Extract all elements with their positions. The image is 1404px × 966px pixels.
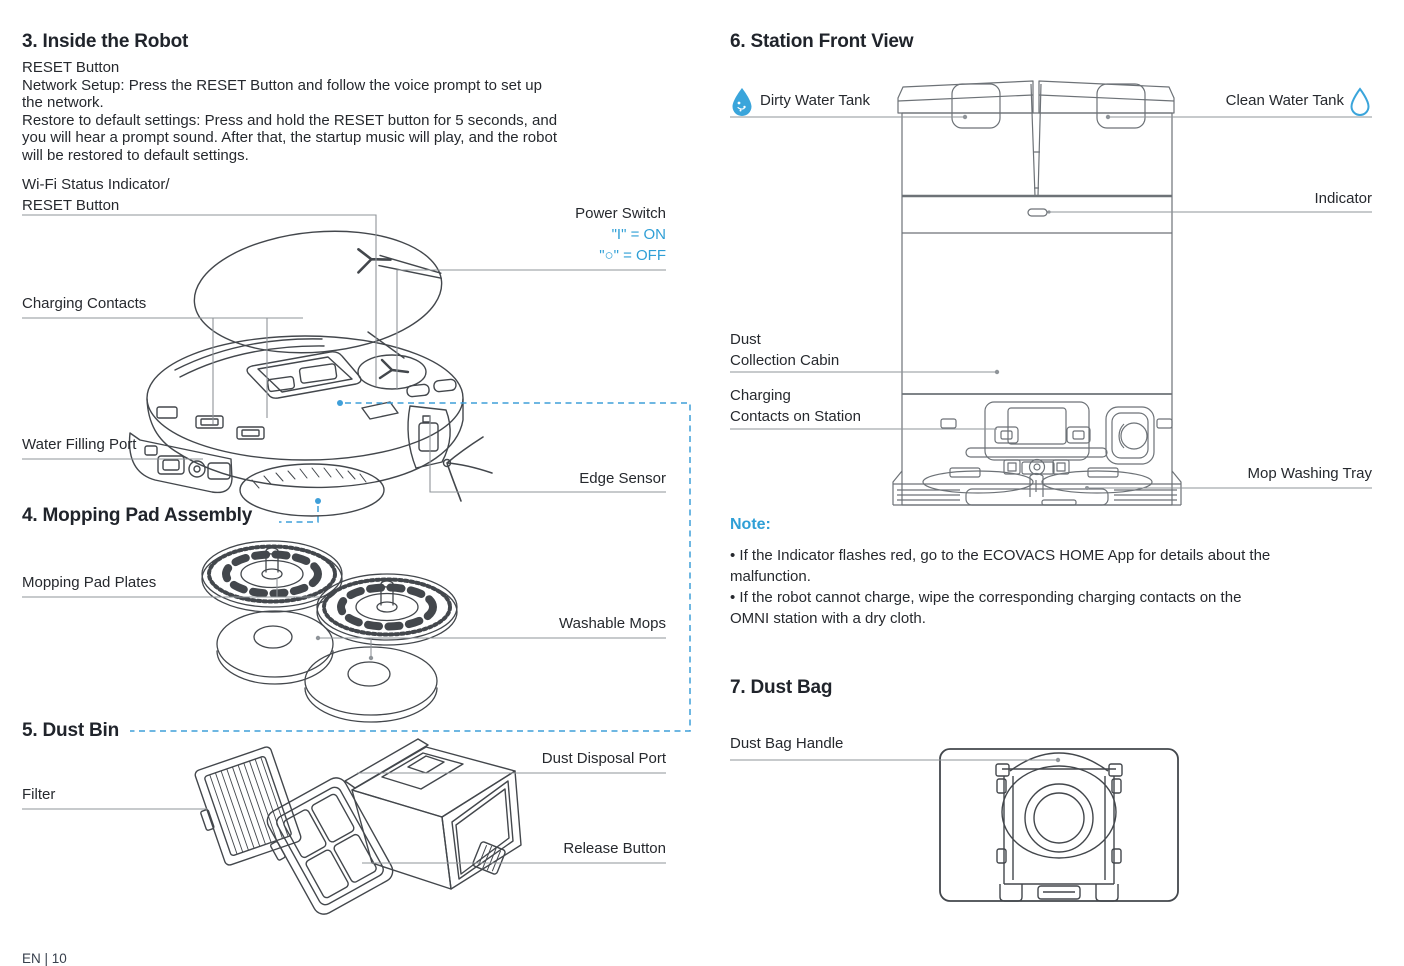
body-line: Network Setup: Press the RESET Button an… bbox=[22, 76, 542, 94]
body-line: the network. bbox=[22, 94, 104, 112]
section-6-heading: 6. Station Front View bbox=[730, 31, 914, 52]
label-clean-water-tank: Clean Water Tank bbox=[1225, 92, 1344, 109]
body-line: RESET Button bbox=[22, 59, 120, 76]
label-charging-contacts-station: Charging Contacts on Station bbox=[730, 387, 861, 425]
leader-dots bbox=[315, 114, 1111, 763]
body-line: you will hear a prompt sound. After that… bbox=[22, 129, 557, 147]
label-release-button: Release Button bbox=[563, 840, 666, 857]
label-washable-mops: Washable Mops bbox=[559, 615, 666, 632]
mop-callout-dot bbox=[315, 498, 321, 504]
robot-top-cover bbox=[193, 230, 443, 354]
dirty-water-drop-icon bbox=[730, 87, 754, 122]
section-4-heading: 4. Mopping Pad Assembly bbox=[22, 505, 253, 526]
label-dust-bag-handle: Dust Bag Handle bbox=[730, 735, 844, 752]
note-line: malfunction. bbox=[730, 568, 811, 585]
label-indicator: Indicator bbox=[1314, 190, 1372, 207]
label-charging-contacts: Charging Contacts bbox=[22, 295, 147, 312]
note-line: OMNI station with a dry cloth. bbox=[730, 610, 926, 627]
label-power-switch: Power Switch "I" = ON "○" = OFF bbox=[575, 205, 666, 264]
section-3-body: RESET Button Network Setup: Press the RE… bbox=[22, 59, 557, 165]
section-dashed-connectors bbox=[130, 402, 691, 732]
label-mop-washing-tray: Mop Washing Tray bbox=[1247, 465, 1373, 482]
label-edge-sensor: Edge Sensor bbox=[579, 470, 666, 487]
dust-bin-diagram bbox=[194, 738, 522, 915]
mopping-pad-diagram bbox=[202, 541, 457, 723]
robot-exploded-diagram bbox=[128, 230, 493, 517]
note-body: • If the Indicator flashes red, go to th… bbox=[730, 545, 1270, 629]
filter-part bbox=[194, 746, 302, 866]
note-line: • If the Indicator flashes red, go to th… bbox=[730, 547, 1271, 564]
section-3-heading: 3. Inside the Robot bbox=[22, 31, 189, 52]
note-title: Note: bbox=[730, 516, 771, 533]
label-filter: Filter bbox=[22, 786, 56, 803]
section-5-heading: 5. Dust Bin bbox=[22, 720, 120, 741]
power-off-value: "○" = OFF bbox=[599, 247, 666, 264]
label-mopping-pad-plates: Mopping Pad Plates bbox=[22, 574, 157, 591]
page-footer: EN | 10 bbox=[22, 951, 67, 966]
label-dirty-water-tank: Dirty Water Tank bbox=[760, 92, 871, 109]
dust-bin-door bbox=[266, 777, 394, 915]
body-line: Restore to default settings: Press and h… bbox=[22, 111, 558, 129]
section-7-heading: 7. Dust Bag bbox=[730, 677, 833, 698]
power-on-value: "I" = ON bbox=[611, 226, 666, 243]
clean-water-drop-icon bbox=[1348, 87, 1372, 122]
leader-lines bbox=[22, 116, 1372, 864]
label-wifi-reset: Wi-Fi Status Indicator/ RESET Button bbox=[22, 176, 170, 214]
dust-bag-diagram bbox=[939, 748, 1179, 902]
label-dust-collection-cabin: Dust Collection Cabin bbox=[730, 331, 840, 369]
note-line: • If the robot cannot charge, wipe the c… bbox=[730, 589, 1242, 606]
body-line: will be restored to default settings. bbox=[22, 146, 249, 164]
dust-bin-callout-dot bbox=[337, 400, 343, 406]
station-diagram bbox=[892, 80, 1182, 506]
label-water-filling-port: Water Filling Port bbox=[22, 436, 137, 453]
label-dust-disposal-port: Dust Disposal Port bbox=[541, 750, 666, 767]
